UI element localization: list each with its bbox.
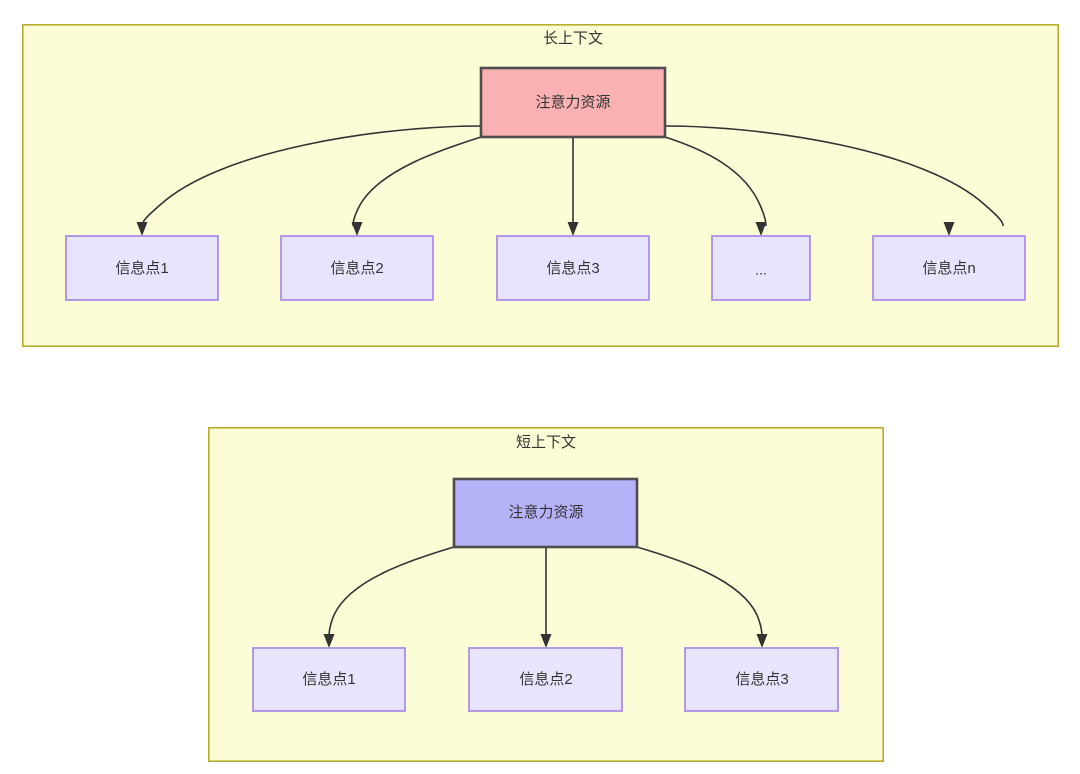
panel-long-context: 长上下文 注意力资源 信: [21, 23, 1060, 347]
node-info-point-2-long-label: 信息点2: [330, 260, 383, 277]
edge-short-to-info1: [328, 546, 455, 639]
node-info-point-n-long-label: 信息点n: [922, 260, 975, 277]
node-info-point-2-long-box: [280, 235, 434, 301]
edge-long-to-infon: [664, 125, 1004, 227]
edge-short-to-info3: [636, 546, 763, 639]
node-info-point-3-long-label: 信息点3: [546, 260, 599, 277]
node-info-point-2-short-box: [468, 647, 623, 712]
arrowhead-long-ellipsis: [755, 222, 767, 236]
node-info-point-3-short[interactable]: 信息点3: [684, 647, 839, 712]
node-attention-resource-short[interactable]: 注意力资源: [452, 477, 639, 549]
node-info-point-1-short-box: [252, 647, 406, 712]
arrowhead-short-info2: [540, 634, 552, 648]
node-info-point-n-long-box: [872, 235, 1026, 301]
panel-long-context-title: 长上下文: [543, 30, 603, 47]
arrowhead-long-info2: [351, 222, 363, 236]
edge-long-to-ellipsis: [664, 136, 767, 227]
panel-short-context: 短上下文 注意力资源 信息点1 信息点2: [208, 426, 885, 762]
node-info-point-1-long[interactable]: 信息点1: [65, 235, 219, 301]
node-attention-resource-long-label: 注意力资源: [535, 93, 610, 111]
node-info-point-ellipsis-long-label: ...: [755, 262, 767, 278]
node-info-point-2-long[interactable]: 信息点2: [280, 235, 434, 301]
node-info-point-1-short[interactable]: 信息点1: [252, 647, 406, 712]
node-info-point-n-long[interactable]: 信息点n: [872, 235, 1026, 301]
node-attention-resource-long[interactable]: 注意力资源: [479, 66, 667, 139]
node-info-point-3-short-box: [684, 647, 839, 712]
node-info-point-ellipsis-long[interactable]: ...: [711, 235, 811, 301]
arrowhead-long-info1: [136, 222, 148, 236]
edge-long-to-info2: [352, 136, 482, 227]
node-info-point-1-long-box: [65, 235, 219, 301]
node-info-point-3-short-label: 信息点3: [735, 671, 788, 688]
arrowhead-long-infon: [943, 222, 955, 236]
node-info-point-ellipsis-long-box: [711, 235, 811, 301]
node-info-point-1-long-label: 信息点1: [115, 260, 168, 277]
node-attention-resource-short-box: [452, 477, 639, 549]
node-info-point-3-long[interactable]: 信息点3: [496, 235, 650, 301]
node-info-point-2-short[interactable]: 信息点2: [468, 647, 623, 712]
node-attention-resource-long-box: [479, 66, 667, 139]
node-attention-resource-short-label: 注意力资源: [508, 503, 583, 521]
edge-long-to-info1: [141, 125, 482, 227]
node-info-point-3-long-box: [496, 235, 650, 301]
node-info-point-2-short-label: 信息点2: [519, 671, 572, 688]
panel-short-context-title: 短上下文: [516, 434, 576, 451]
node-info-point-1-short-label: 信息点1: [302, 671, 355, 688]
arrowhead-short-info1: [323, 634, 335, 648]
arrowhead-long-info3: [567, 222, 579, 236]
arrowhead-short-info3: [756, 634, 768, 648]
